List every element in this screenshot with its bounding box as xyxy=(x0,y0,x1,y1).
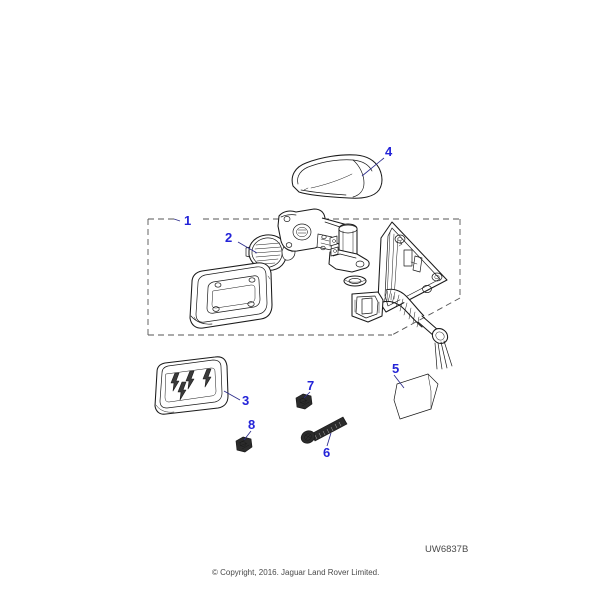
leader-7 xyxy=(303,391,311,399)
leader-4 xyxy=(361,157,385,177)
part-6-bolt xyxy=(300,416,348,444)
leader-6 xyxy=(326,432,332,447)
callout-label-2: 2 xyxy=(225,230,232,245)
drawing-code: UW6837B xyxy=(425,544,468,555)
group-boundary-1 xyxy=(147,218,461,336)
part-1-triangular-mounting-plate xyxy=(351,221,453,370)
part-1-adjuster-cylinder xyxy=(328,223,370,287)
part-8-nut xyxy=(235,436,253,453)
callout-label-6: 6 xyxy=(323,445,330,460)
part-3-mirror-glass xyxy=(154,356,229,415)
part-1-mirror-bezel-frame xyxy=(189,262,273,329)
leader-8 xyxy=(243,430,252,441)
copyright-notice: © Copyright, 2016. Jaguar Land Rover Lim… xyxy=(212,568,379,577)
part-7-nut xyxy=(295,393,313,410)
leader-2 xyxy=(237,241,258,254)
part-5-gasket-seal xyxy=(393,373,439,420)
leader-1 xyxy=(173,218,181,222)
leader-5 xyxy=(393,374,405,389)
callout-label-1: 1 xyxy=(184,213,191,228)
callout-label-8: 8 xyxy=(248,417,255,432)
part-4-mirror-cover-cap xyxy=(291,154,383,199)
callout-label-4: 4 xyxy=(385,144,393,159)
callout-label-3: 3 xyxy=(242,393,249,408)
callout-label-7: 7 xyxy=(307,378,314,393)
leader-3 xyxy=(223,390,241,401)
callout-label-5: 5 xyxy=(392,361,399,376)
